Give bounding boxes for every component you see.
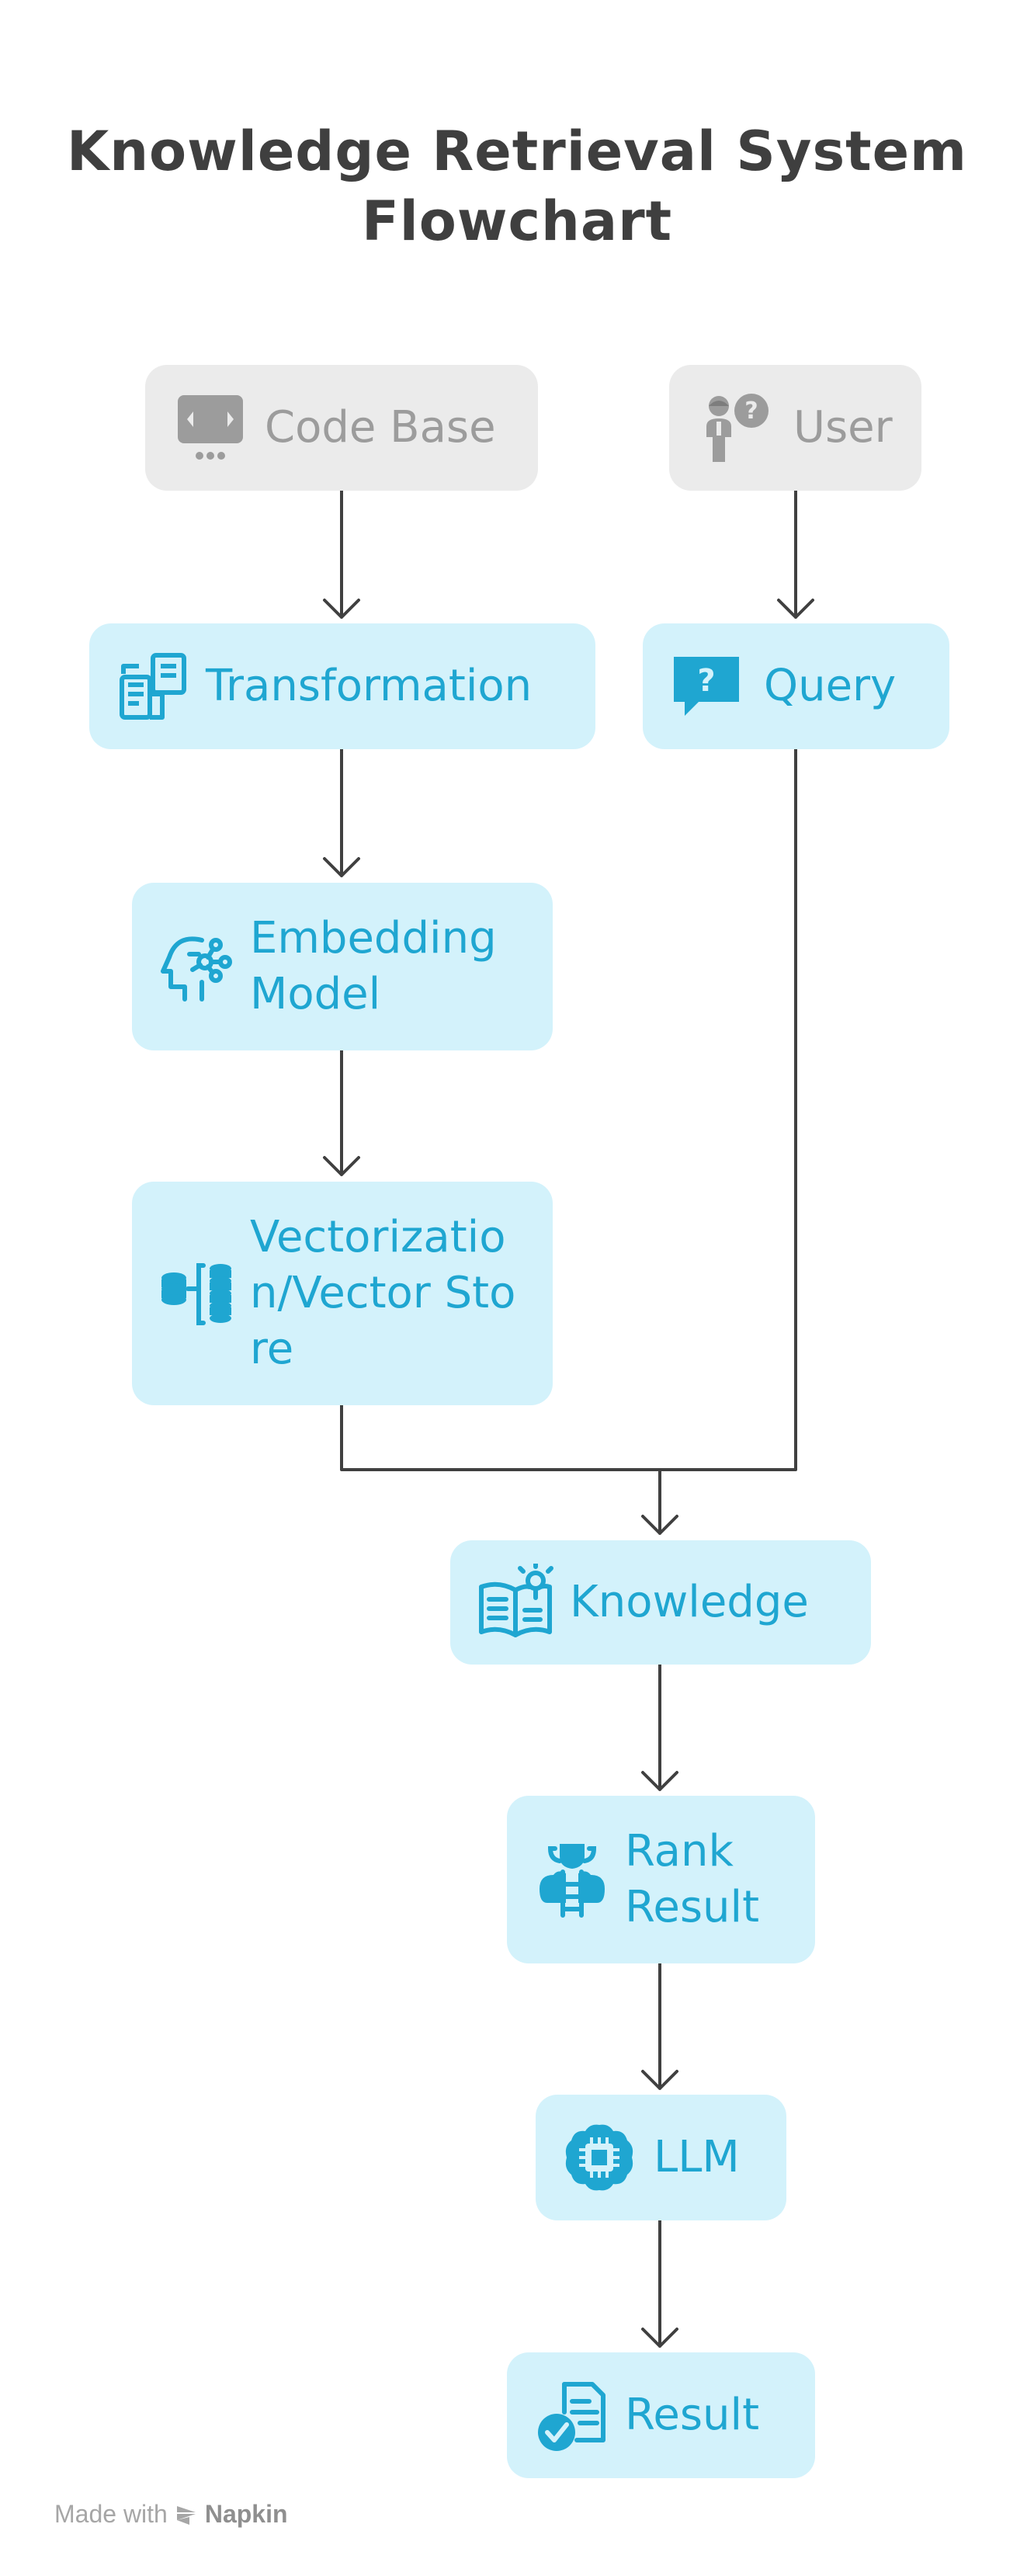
node-label-llm: LLM bbox=[654, 2132, 740, 2182]
connector-vectorstore-merge bbox=[340, 1402, 661, 1471]
code-panel-icon bbox=[173, 391, 248, 465]
transformation-icon bbox=[116, 649, 190, 724]
node-label-transformation: Transformation bbox=[206, 661, 533, 711]
node-code-base: Code Base bbox=[145, 365, 538, 491]
page-title: Knowledge Retrieval System Flowchart bbox=[0, 116, 1034, 256]
arrow-transformation-embedding bbox=[323, 745, 360, 877]
node-transformation: Transformation bbox=[89, 623, 595, 749]
napkin-logo-icon bbox=[175, 2503, 197, 2526]
book-idea-icon bbox=[478, 1564, 556, 1641]
arrow-knowledge-rank bbox=[641, 1660, 678, 1791]
document-check-icon bbox=[533, 2376, 611, 2454]
node-label-rank-result: Rank Result bbox=[625, 1826, 760, 1932]
node-label-query: Query bbox=[764, 661, 897, 711]
node-embedding-model: Embedding Model bbox=[132, 883, 553, 1050]
node-result: Result bbox=[507, 2352, 815, 2478]
title-line-1: Knowledge Retrieval System bbox=[66, 120, 967, 183]
svg-text:?: ? bbox=[744, 398, 758, 425]
node-label-result: Result bbox=[625, 2390, 760, 2440]
node-label-vector-store: Vectorization/Vector Store bbox=[250, 1212, 516, 1374]
node-query: ? Query bbox=[643, 623, 949, 749]
title-line-2: Flowchart bbox=[361, 189, 673, 253]
arrow-llm-result bbox=[641, 2217, 678, 2348]
trophy-ladder-icon bbox=[533, 1841, 611, 1918]
ai-head-icon bbox=[158, 928, 236, 1005]
chip-brain-icon bbox=[562, 2120, 637, 2195]
node-llm: LLM bbox=[536, 2095, 786, 2220]
node-label-embedding-model: Embedding Model bbox=[250, 913, 497, 1019]
arrow-user-query bbox=[777, 488, 814, 619]
node-user: ? User bbox=[669, 365, 921, 491]
node-label-user: User bbox=[793, 402, 893, 453]
connector-query-merge bbox=[658, 745, 797, 1471]
footer-brand: Napkin bbox=[204, 2500, 288, 2528]
arrow-embedding-vectorstore bbox=[323, 1047, 360, 1176]
footer-attribution: Made with Napkin bbox=[54, 2500, 288, 2529]
footer-made-with: Made with bbox=[54, 2500, 168, 2528]
node-label-code-base: Code Base bbox=[265, 402, 496, 453]
database-stack-icon bbox=[158, 1255, 236, 1332]
user-question-icon: ? bbox=[696, 391, 773, 465]
node-vector-store: Vectorization/Vector Store bbox=[132, 1182, 553, 1405]
question-bubble-icon: ? bbox=[671, 651, 742, 722]
arrow-merge-knowledge bbox=[641, 1468, 678, 1535]
node-rank-result: Rank Result bbox=[507, 1796, 815, 1963]
svg-text:?: ? bbox=[697, 663, 715, 699]
arrow-rank-llm bbox=[641, 1959, 678, 2090]
node-knowledge: Knowledge bbox=[450, 1540, 871, 1665]
arrow-codebase-transformation bbox=[323, 488, 360, 619]
node-label-knowledge: Knowledge bbox=[570, 1577, 809, 1627]
